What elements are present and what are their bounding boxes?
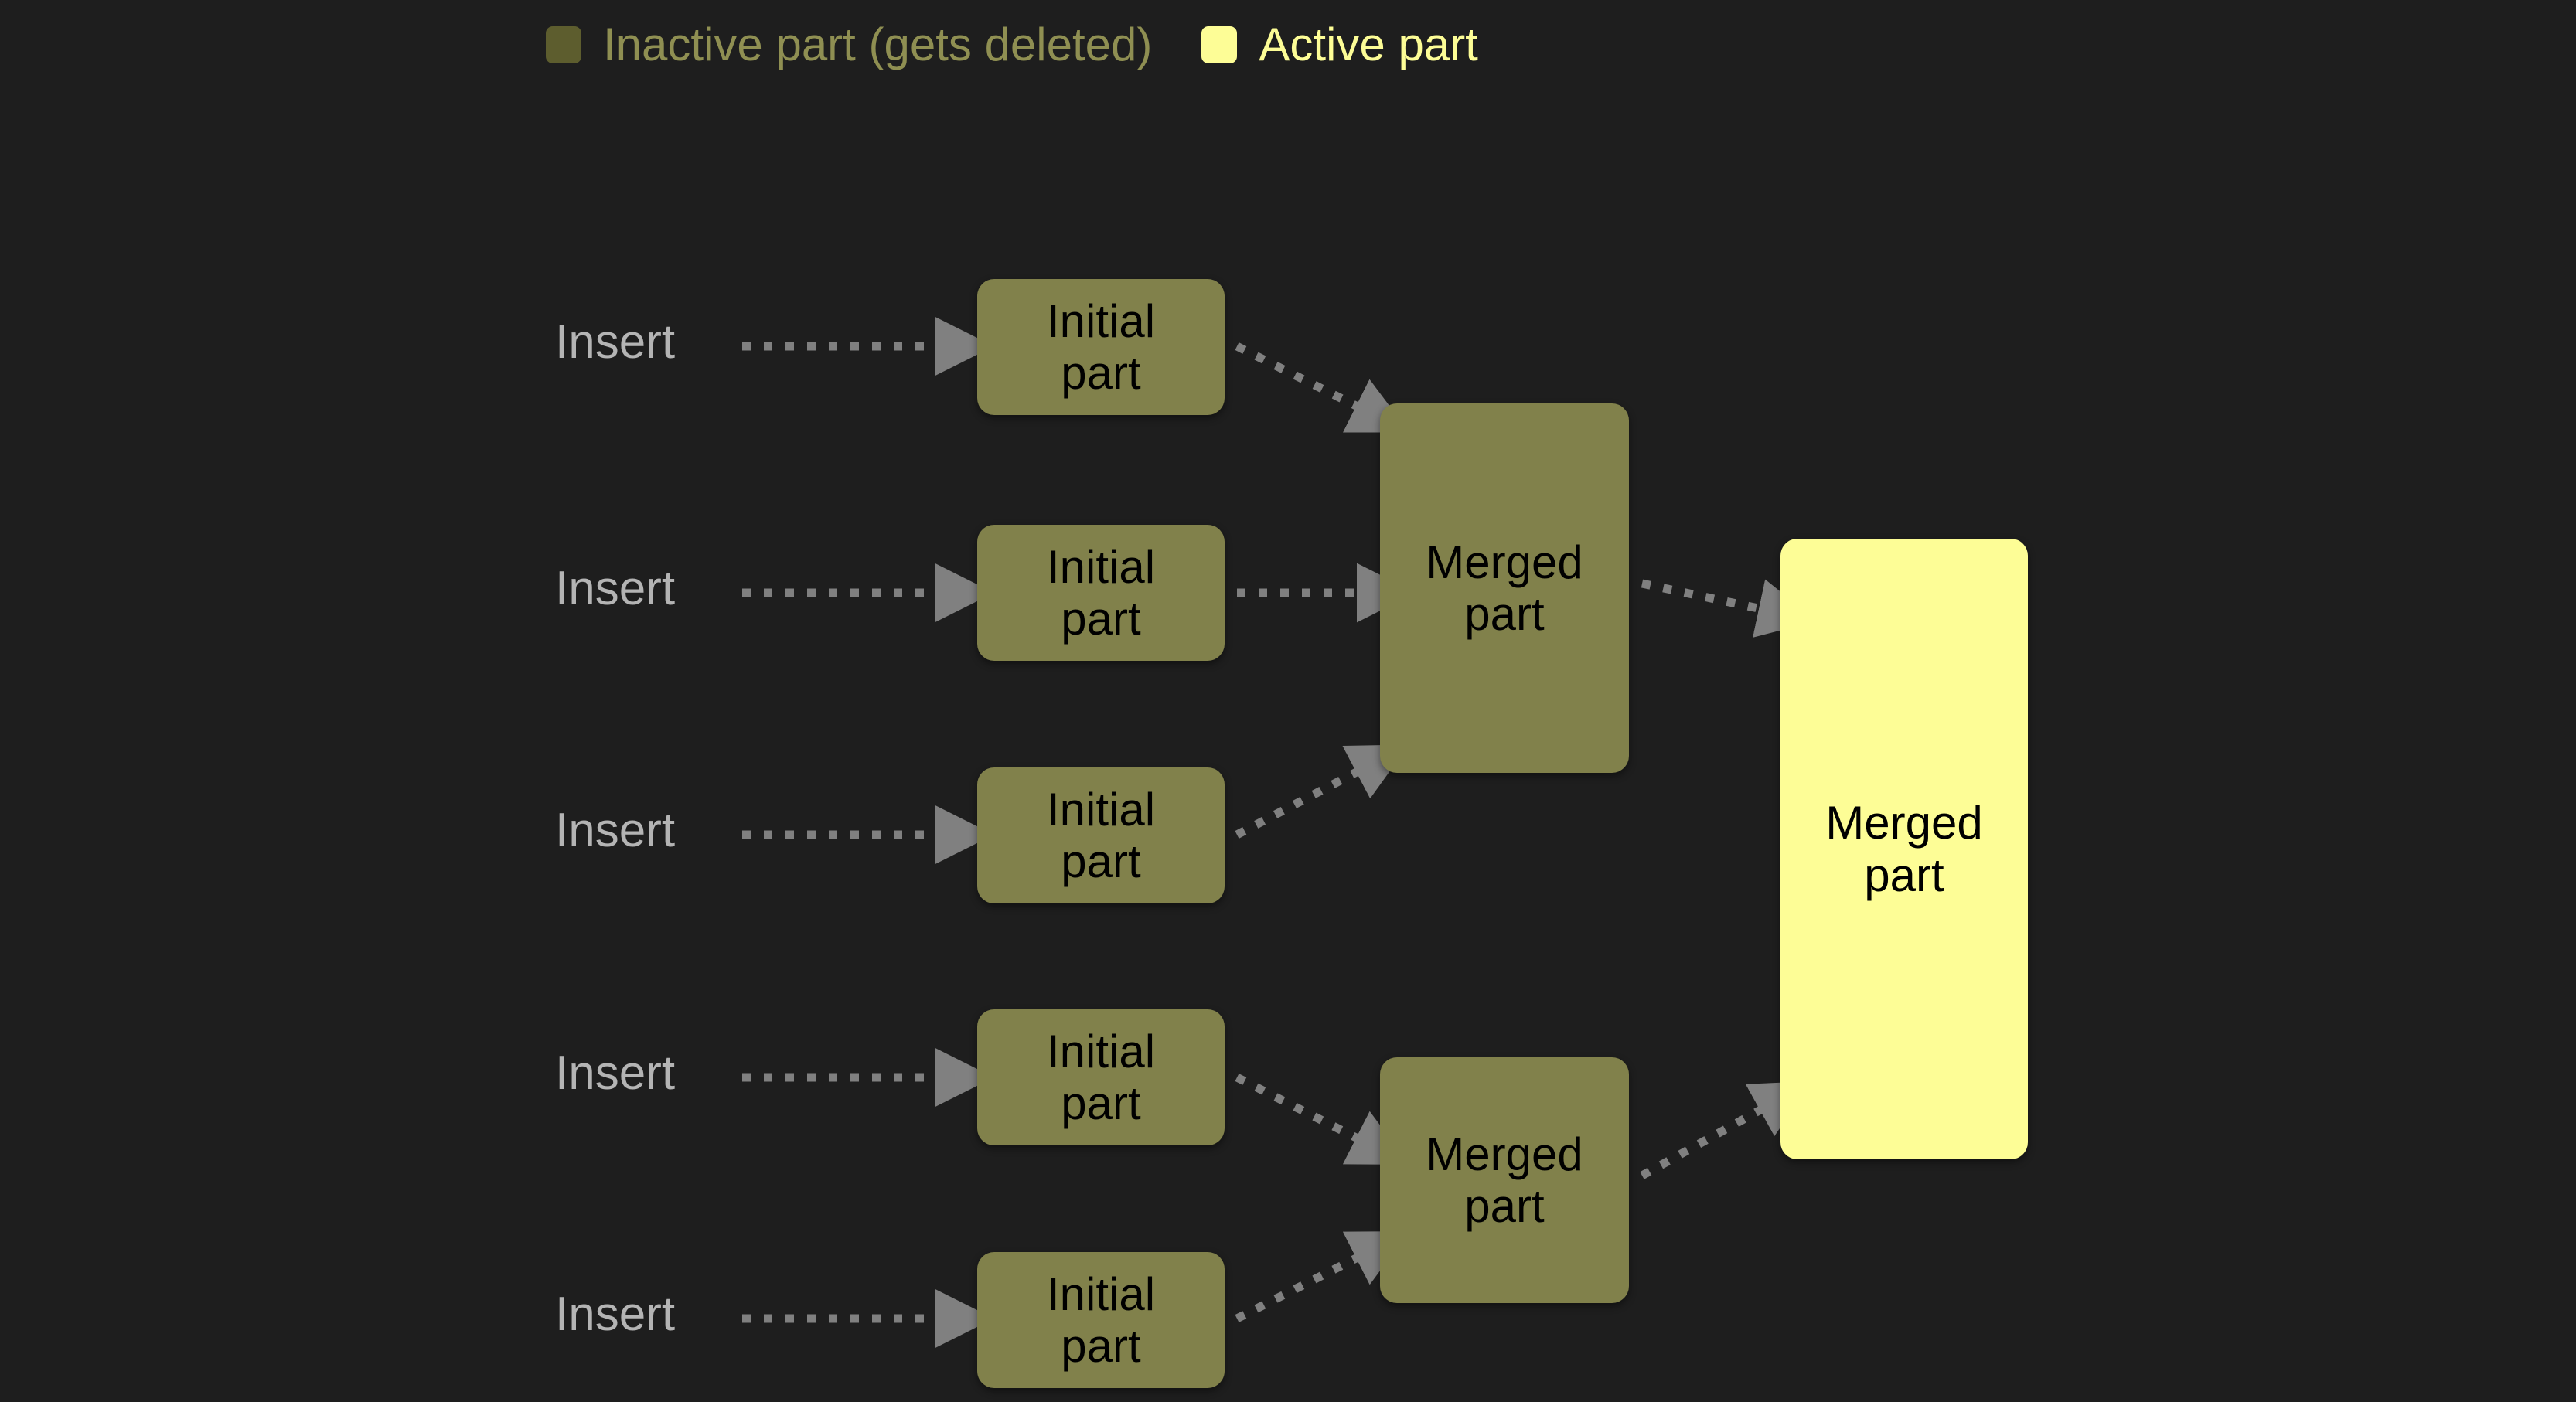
node-line-1: Initial [1046,783,1156,835]
insert-arrows [742,316,994,1349]
legend-label-active: Active part [1259,19,1478,70]
inactive-part-swatch-icon [546,26,581,63]
node-line-2: part [1061,1320,1141,1372]
node-merged-part-top-text: Merged part [1426,536,1583,640]
arrow-merged-bottom-to-final [1640,1081,1812,1179]
node-line-2: part [1061,1077,1141,1129]
node-initial-part-5[interactable]: Initial part [977,1252,1225,1388]
node-merged-part-active-text: Merged part [1825,797,1982,900]
node-initial-part-2[interactable]: Initial part [977,525,1225,661]
legend: Inactive part (gets deleted) Active part [546,22,1478,68]
arrow-initial5-to-merged-bottom [1235,1231,1409,1322]
node-line-1: Initial [1046,1268,1156,1320]
insert-label-5: Insert [555,1288,676,1341]
node-line-1: Merged [1426,536,1583,588]
node-line-1: Initial [1046,540,1156,593]
node-merged-part-bottom[interactable]: Merged part [1380,1057,1629,1303]
node-line-1: Initial [1046,1025,1156,1077]
insert-label-4: Insert [555,1046,676,1100]
active-part-swatch-icon [1201,26,1238,63]
node-line-2: part [1864,849,1944,901]
node-merged-part-bottom-text: Merged part [1426,1128,1583,1232]
arrow-initial4-to-merged-bottom [1235,1074,1409,1165]
node-line-2: part [1464,1180,1545,1232]
insert-label-1: Insert [555,315,676,369]
arrow-initial3-to-merged-top [1235,744,1409,839]
legend-item-inactive: Inactive part (gets deleted) [546,22,1152,68]
insert-label-2: Insert [555,562,676,615]
node-initial-part-5-text: Initial part [1047,1268,1155,1372]
legend-item-active: Active part [1201,19,1478,70]
node-line-2: part [1061,593,1141,645]
node-line-2: part [1464,588,1545,640]
legend-label-inactive: Inactive part (gets deleted) [603,19,1153,70]
node-initial-part-1[interactable]: Initial part [977,279,1225,415]
node-initial-part-4-text: Initial part [1047,1026,1155,1129]
node-merged-part-top[interactable]: Merged part [1380,403,1629,773]
arrow-initial1-to-merged-top [1235,342,1410,433]
node-line-2: part [1061,835,1141,887]
merge-arrows-top [1235,342,1416,839]
node-initial-part-3[interactable]: Initial part [977,767,1225,903]
node-merged-part-active[interactable]: Merged part [1780,539,2028,1159]
arrow-merged-top-to-final [1641,579,1818,638]
node-initial-part-2-text: Initial part [1047,541,1155,645]
node-line-1: Initial [1046,294,1156,347]
node-initial-part-3-text: Initial part [1047,784,1155,887]
insert-label-3: Insert [555,804,676,857]
merge-arrows-bottom [1235,1074,1409,1322]
final-merge-arrows [1640,579,1818,1179]
node-initial-part-4[interactable]: Initial part [977,1009,1225,1145]
node-line-1: Merged [1825,797,1983,849]
node-initial-part-1-text: Initial part [1047,295,1155,399]
node-line-1: Merged [1426,1128,1583,1180]
node-line-2: part [1061,347,1141,399]
